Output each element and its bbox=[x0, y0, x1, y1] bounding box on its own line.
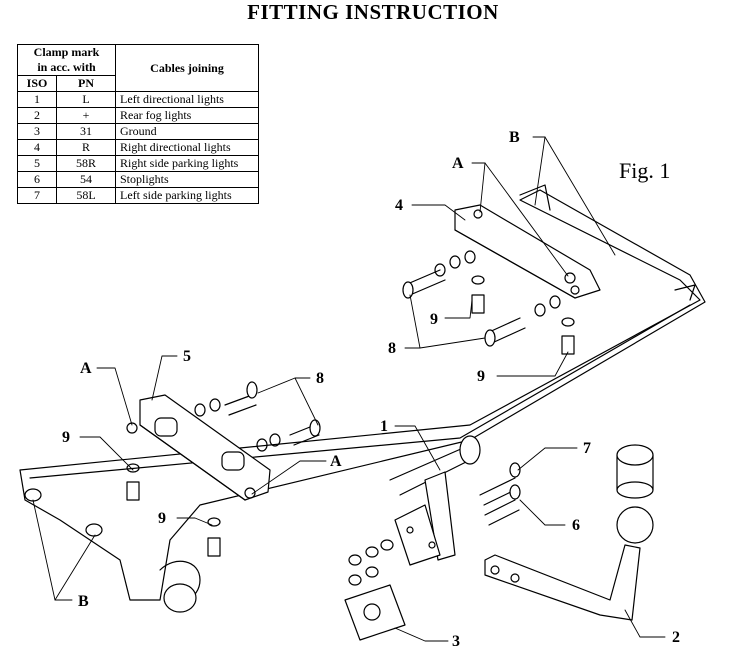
callout-5: 5 bbox=[183, 348, 191, 365]
clamp-mark-header-line2: in acc. with bbox=[37, 60, 96, 74]
cables-joining-table: Clamp mark in acc. with Cables joining I… bbox=[17, 44, 259, 204]
callout-4: 4 bbox=[395, 197, 403, 214]
desc-cell: Right side parking lights bbox=[115, 155, 259, 172]
desc-cell: Stoplights bbox=[115, 171, 259, 188]
table-row: 7 58L Left side parking lights bbox=[17, 187, 259, 204]
page-title: FITTING INSTRUCTION bbox=[247, 0, 499, 24]
callout-8-top: 8 bbox=[388, 340, 396, 357]
iso-cell: 7 bbox=[17, 187, 57, 204]
callout-9-right: 9 bbox=[477, 368, 485, 385]
pn-cell: 58L bbox=[56, 187, 116, 204]
cables-joining-header: Cables joining bbox=[115, 44, 259, 92]
pn-cell: 31 bbox=[56, 123, 116, 140]
leader-lines bbox=[32, 136, 666, 642]
callout-8-left: 8 bbox=[316, 370, 324, 387]
callout-b-top: B bbox=[509, 129, 520, 146]
center-clamp bbox=[394, 471, 456, 566]
desc-cell: Ground bbox=[115, 123, 259, 140]
ball-hook bbox=[484, 444, 654, 621]
right-bracket bbox=[454, 204, 601, 299]
callout-b-bottom: B bbox=[78, 593, 89, 610]
callout-a-top: A bbox=[452, 155, 464, 172]
left-bracket bbox=[126, 394, 271, 501]
callout-a-left: A bbox=[80, 360, 92, 377]
clamp-mark-header: Clamp mark in acc. with bbox=[17, 44, 116, 76]
pn-cell: 54 bbox=[56, 171, 116, 188]
desc-cell: Right directional lights bbox=[115, 139, 259, 156]
pn-header: PN bbox=[56, 75, 116, 92]
callout-a-mid: A bbox=[330, 453, 342, 470]
socket-plate bbox=[344, 539, 406, 641]
table-header-row: Clamp mark in acc. with Cables joining bbox=[17, 44, 259, 92]
callout-6: 6 bbox=[572, 517, 580, 534]
table-row: 4 R Right directional lights bbox=[17, 139, 259, 156]
callout-3: 3 bbox=[452, 633, 460, 650]
callout-7: 7 bbox=[583, 440, 591, 457]
fasteners bbox=[24, 250, 575, 557]
callout-labels: A B 4 9 8 9 A 5 8 9 A 9 1 7 6 2 3 B bbox=[62, 129, 680, 650]
desc-cell: Left side parking lights bbox=[115, 187, 259, 204]
callout-9-top: 9 bbox=[430, 311, 438, 328]
callout-1: 1 bbox=[380, 418, 388, 435]
crossbar bbox=[19, 184, 706, 613]
table-row: 3 31 Ground bbox=[17, 123, 259, 140]
clamp-mark-header-line1: Clamp mark bbox=[33, 45, 100, 59]
callout-9-mid: 9 bbox=[158, 510, 166, 527]
callout-9-left: 9 bbox=[62, 429, 70, 446]
figure-label: Fig. 1 bbox=[619, 158, 671, 183]
callout-2: 2 bbox=[672, 629, 680, 646]
table-row: 6 54 Stoplights bbox=[17, 171, 259, 188]
